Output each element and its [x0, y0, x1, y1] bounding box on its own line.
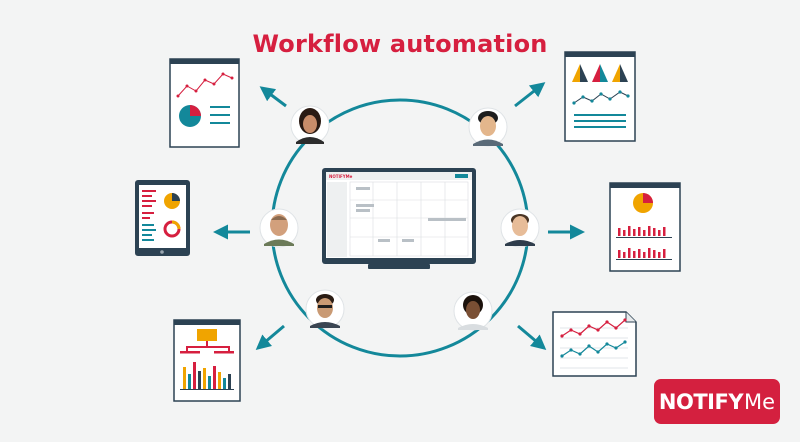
- arrow-icon-top-left: [259, 86, 287, 108]
- page-title: Workflow automation: [252, 30, 548, 58]
- document-icon-top-left: [169, 58, 240, 148]
- monitor-logo: NOTIFYMe: [329, 174, 353, 179]
- arrow-icons: [213, 82, 585, 350]
- person-avatar-bottom-left: [305, 289, 345, 329]
- document-icon-bottom-right: [552, 311, 637, 377]
- person-avatar-top-left: [290, 105, 330, 145]
- arrow-icon-top-right: [514, 82, 546, 108]
- arrow-icon-bottom-right: [517, 324, 547, 350]
- brand-logo-part1: NOTIFY: [658, 389, 744, 414]
- document-icon-bottom-left: [173, 319, 241, 402]
- arrow-icon-bottom-left: [255, 324, 285, 350]
- person-avatar-bottom-right: [453, 291, 493, 331]
- document-icon-right: [609, 182, 681, 272]
- tablet-icon: [135, 180, 190, 256]
- monitor-icon: NOTIFYMe: [322, 168, 476, 269]
- person-avatar-top-right: [468, 107, 508, 147]
- person-avatar-left: [259, 208, 299, 248]
- person-avatar-right: [500, 208, 540, 248]
- brand-logo-part2: Me: [744, 389, 776, 414]
- document-icon-top-right: [564, 51, 636, 142]
